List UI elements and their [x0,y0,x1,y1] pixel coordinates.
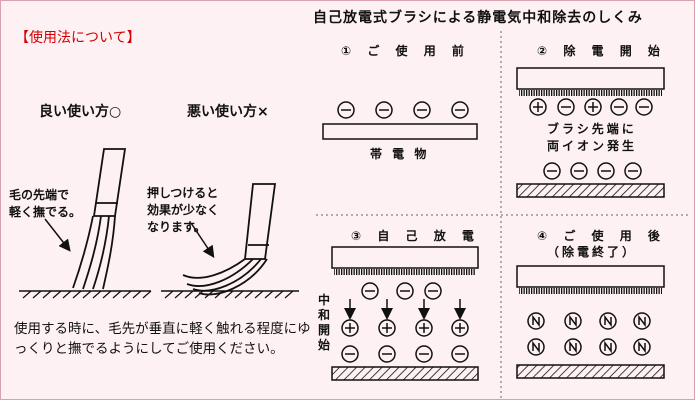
panel3-arrows [344,299,466,320]
bad-note-line-3: なります。 [147,220,206,234]
bad-note-line-1: 押しつけると [147,186,219,200]
panel4-brush [516,265,665,288]
panel4-neutral-row-2 [527,338,651,356]
panel3-object [331,366,479,381]
panel3-art [331,246,479,381]
panel1-negative-charges [337,101,469,119]
panel2-art [516,67,665,198]
panel3-negative-charges [341,345,469,363]
arrow-good [44,218,71,252]
panel1-charged-object [322,123,478,140]
panel2-label-1: ブラシ先端に [547,122,637,136]
panel4-object [516,364,665,379]
panel4-neutral-row-1 [527,312,651,330]
panel3-title: ③ 自 己 放 電 [351,229,480,243]
panel4-subtitle: （除電終了） [547,245,638,259]
panel1-title: ① ご 使 用 前 [341,44,470,58]
usage-description: 使用する時に、毛先が垂直に軽く触れる程度にゆっくりと撫でるようにしてご使用くださ… [14,321,311,357]
panel1-label: 帯 電 物 [370,147,430,161]
panel4-art [516,265,665,379]
panel2-ions [529,98,653,116]
panel2-label-2: 両イオン発生 [547,139,638,153]
panel4-title: ④ ご 使 用 後 [537,229,666,243]
good-usage-label: 良い使い方○ [39,104,122,120]
panel2-brush [516,67,665,90]
panel2-title: ② 除 電 開 始 [537,44,666,58]
bad-note-line-2: 効果が少なく [147,203,220,217]
usage-title: 【使用法について】 [15,30,141,46]
good-note-line-2: 軽く撫でる。 [9,205,82,219]
panel3-positive-charges [341,319,469,337]
panel3-brush [331,246,479,269]
panel1-art [322,101,478,140]
panel2-negative-charges [543,162,642,180]
brush-good [72,148,127,290]
brush-bad [182,183,277,296]
panel3-ions [361,282,442,300]
good-note: 毛の先端で 軽く撫でる。 [9,187,81,221]
panel3-side-label: 中和開始 [318,293,331,352]
panel2-object [516,183,665,198]
good-note-line-1: 毛の先端で [9,188,70,202]
bad-usage-label: 悪い使い方× [187,104,269,120]
bad-note: 押しつけると 効果が少なく なります。 [147,185,219,236]
ground-good [19,290,152,299]
mechanism-title: 自己放電式ブラシによる静電気中和除去のしくみ [313,10,643,26]
ground-bad [161,290,299,299]
arrow-bad [190,222,215,258]
